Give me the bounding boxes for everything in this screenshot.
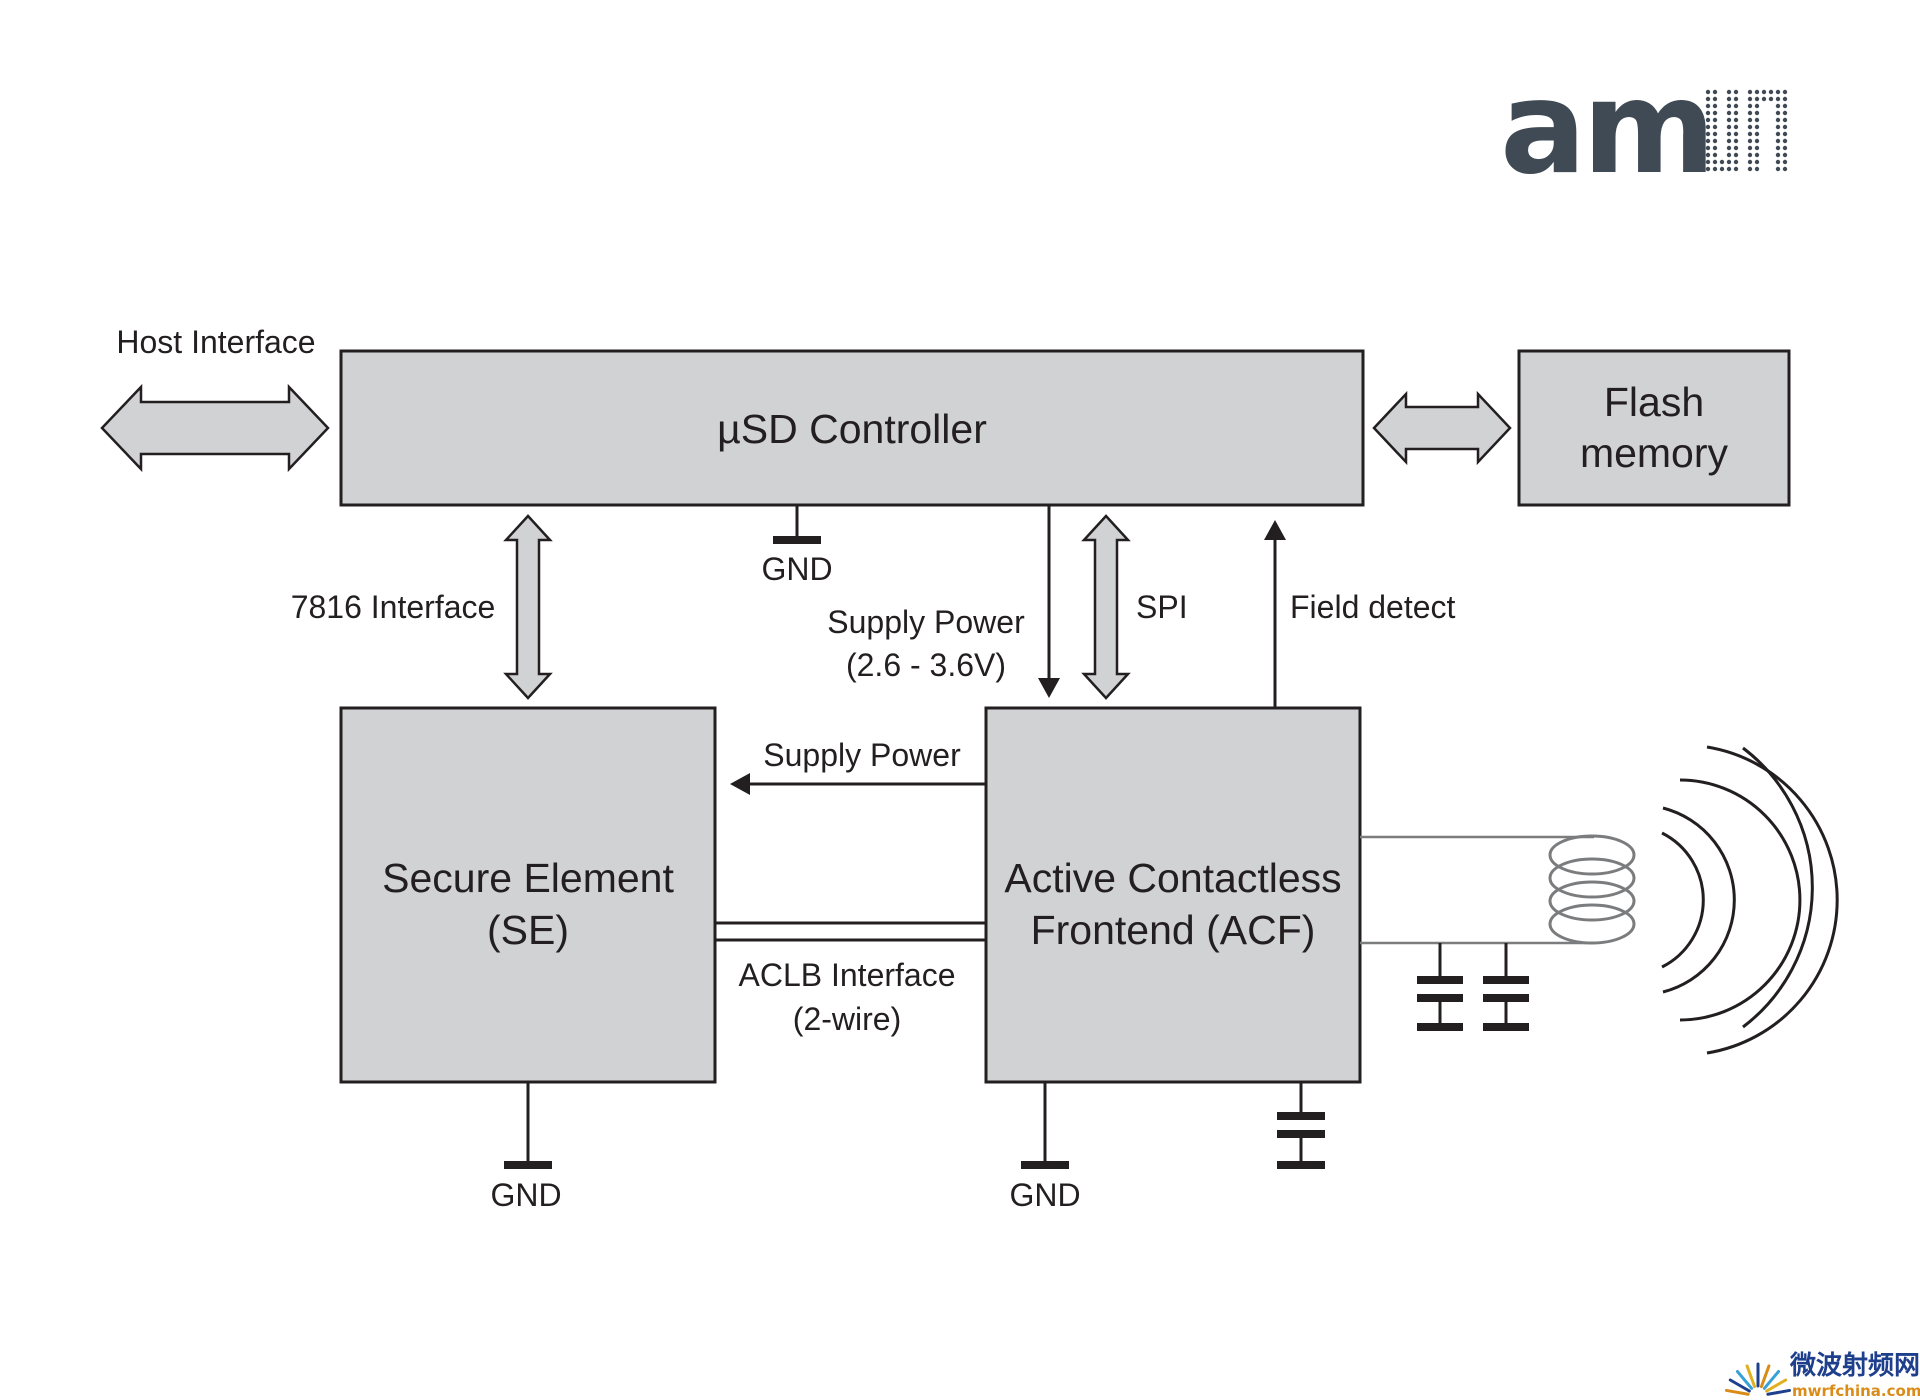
usd-controller-label: µSD Controller: [717, 406, 987, 452]
logo-dot-matrix: [1705, 89, 1788, 172]
double-arrow-vertical-icon: [1081, 514, 1131, 700]
spi-label: SPI: [1136, 589, 1188, 625]
supply-power-se-label: Supply Power: [763, 737, 961, 773]
flash-memory-label-line2: memory: [1580, 430, 1729, 476]
secure-element-label-line1: Secure Element: [382, 855, 674, 901]
ground-icon: [504, 1082, 552, 1169]
antenna-coil-icon: [1360, 834, 1636, 945]
ground-icon: [1021, 1082, 1069, 1169]
double-arrow-horizontal-icon: [100, 383, 330, 473]
supply-power-arrow: [1038, 505, 1060, 698]
supply-power-label: Supply Power: [827, 604, 1025, 640]
acf-label-line1: Active Contactless: [1004, 855, 1341, 901]
gnd-acf-label: GND: [1009, 1177, 1080, 1213]
flash-memory-block: Flash memory: [1517, 349, 1791, 507]
interface-7816-label: 7816 Interface: [291, 589, 496, 625]
flash-memory-label-line1: Flash: [1604, 379, 1704, 425]
double-arrow-horizontal-icon: [1372, 390, 1512, 466]
rf-waves-icon: [1661, 745, 1839, 1055]
acf-block: Active Contactless Frontend (ACF): [984, 706, 1362, 1084]
aclb-interface-label: ACLB Interface: [739, 957, 956, 993]
secure-element-block: Secure Element (SE): [339, 706, 717, 1084]
logo-text: am: [1500, 54, 1712, 203]
mwrfchina-watermark: 微波射频网 mwrfchina.com: [1724, 1350, 1920, 1400]
capacitor-icon: [1277, 1082, 1325, 1169]
capacitor-icon: [1417, 943, 1463, 1031]
double-arrow-vertical-icon: [503, 514, 553, 700]
sunburst-icon: [1724, 1362, 1792, 1396]
field-detect-label: Field detect: [1290, 589, 1456, 625]
capacitor-icon: [1483, 943, 1529, 1031]
watermark-url-text: mwrfchina.com: [1792, 1382, 1920, 1400]
gnd-se-label: GND: [490, 1177, 561, 1213]
aclb-wires-label: (2-wire): [793, 1001, 901, 1037]
ground-icon: [773, 505, 821, 544]
field-detect-arrow: [1264, 520, 1286, 708]
supply-power-se-arrow: [730, 773, 986, 795]
ams-logo: am: [1500, 54, 1788, 203]
gnd-controller-label: GND: [761, 551, 832, 587]
watermark-cn-text: 微波射频网: [1789, 1350, 1920, 1381]
acf-label-line2: Frontend (ACF): [1031, 907, 1316, 953]
aclb-interface-wires: [715, 921, 986, 942]
host-interface-label: Host Interface: [116, 324, 315, 360]
secure-element-label-line2: (SE): [487, 907, 569, 953]
supply-voltage-label: (2.6 - 3.6V): [846, 647, 1006, 683]
usd-controller-block: µSD Controller: [339, 349, 1365, 507]
